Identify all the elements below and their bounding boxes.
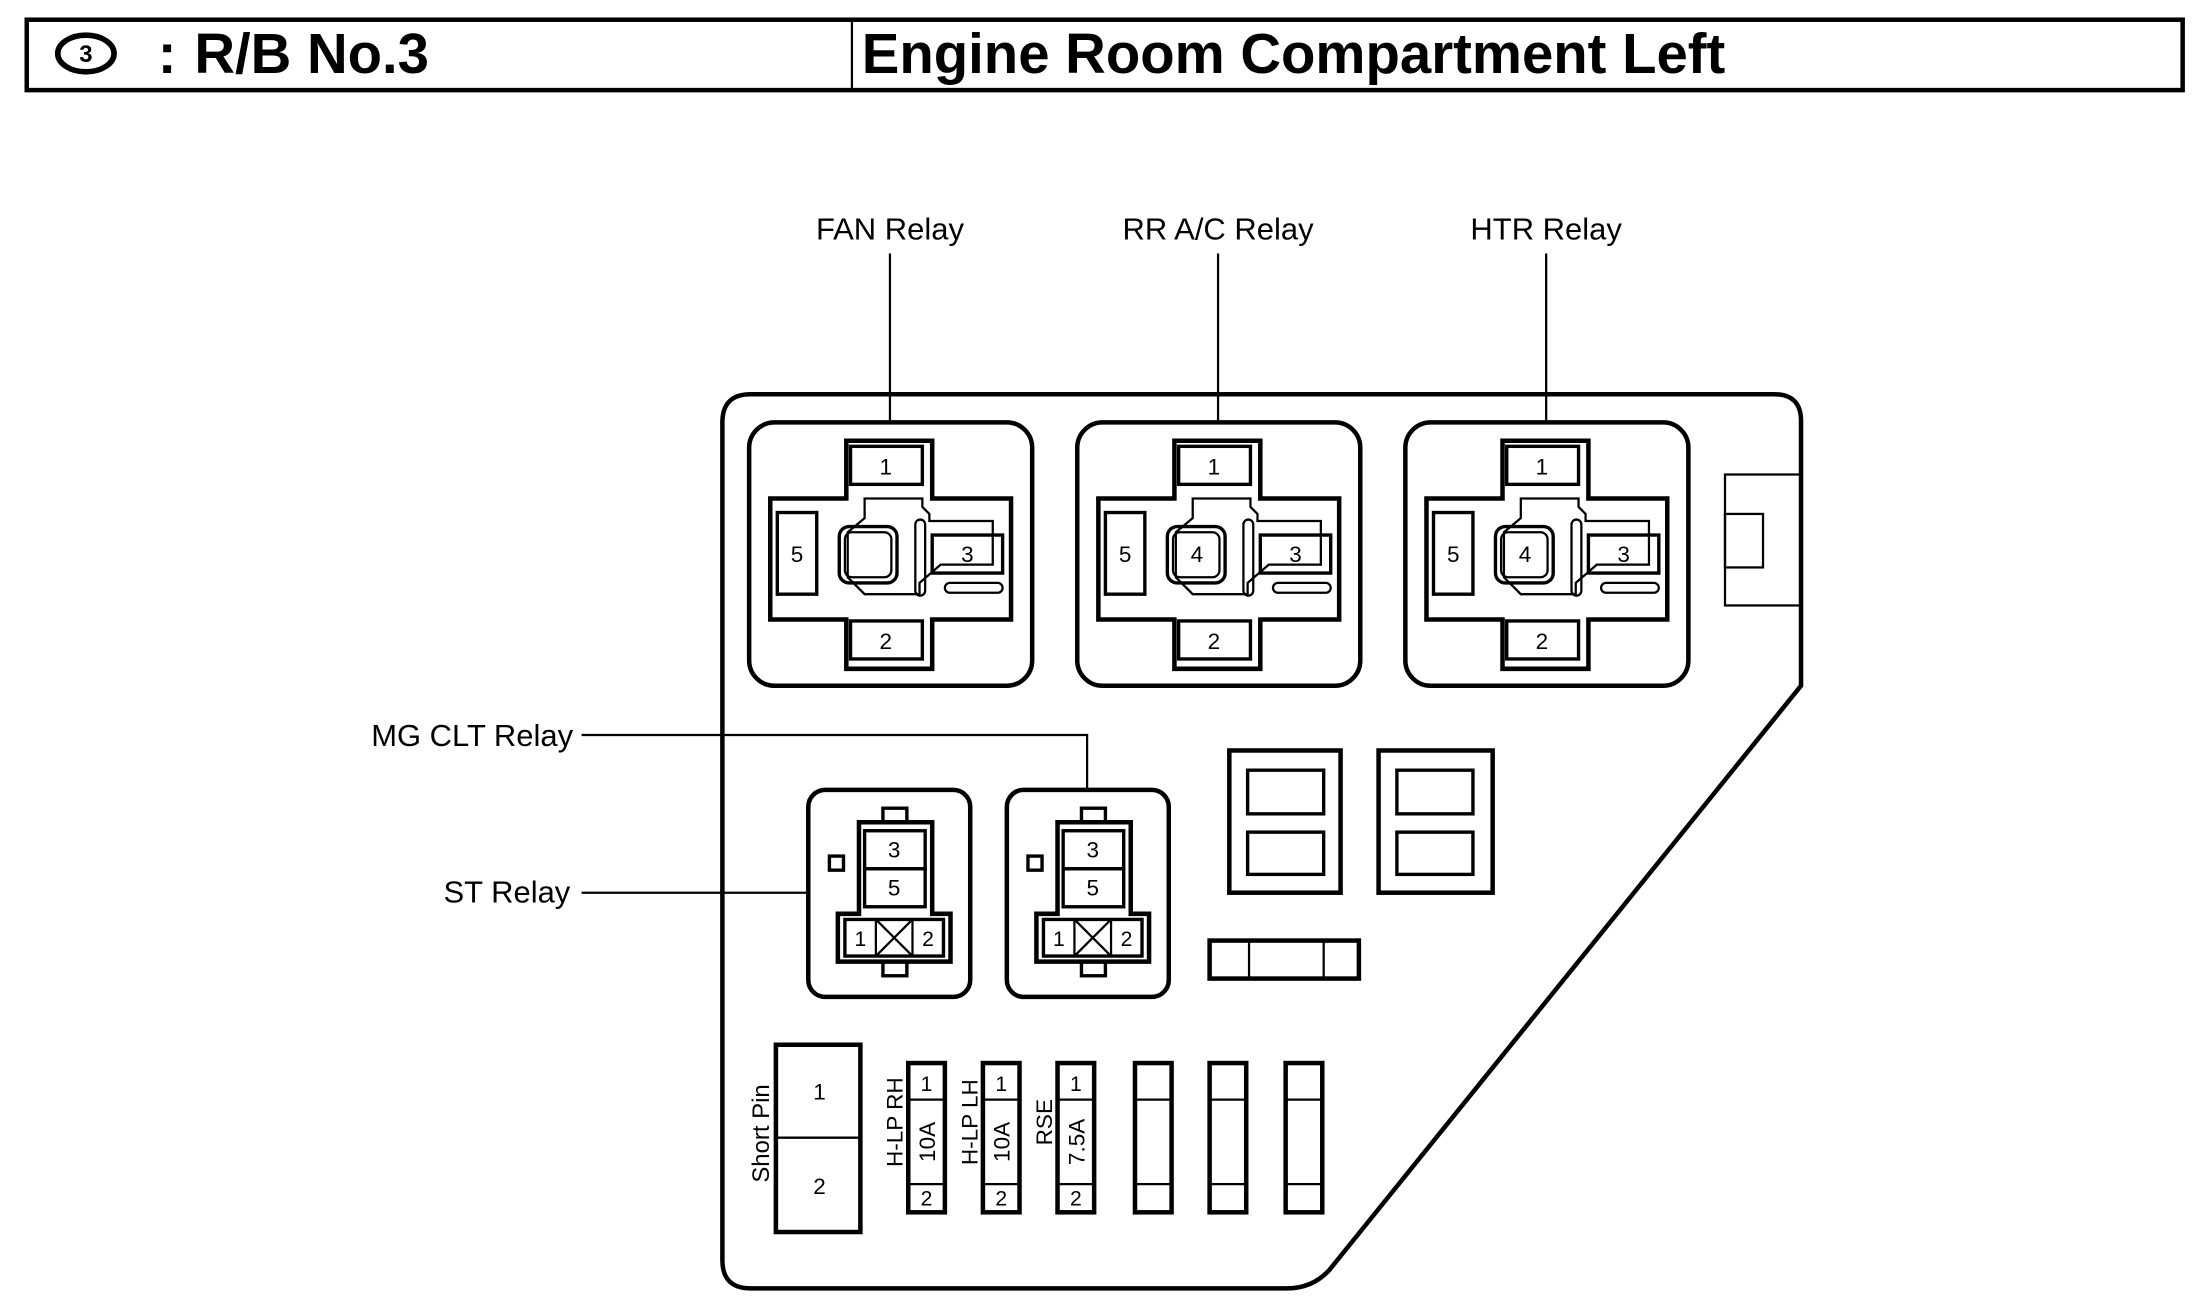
mg-clt-relay-leader bbox=[581, 733, 1089, 790]
fuse-pin-2: 2 bbox=[995, 1187, 1007, 1210]
htr-relay: 1 2 3 4 5 bbox=[1405, 422, 1688, 685]
fuse-pin-1: 1 bbox=[995, 1073, 1007, 1096]
rr-ac-pin-5: 5 bbox=[1119, 542, 1132, 567]
rr-ac-relay: 1 2 3 4 5 bbox=[1077, 422, 1360, 685]
spare-socket-2 bbox=[1376, 748, 1495, 895]
fuse-rating: 10A bbox=[990, 1122, 1015, 1162]
header-frame bbox=[24, 17, 2185, 93]
st-pin-3: 3 bbox=[888, 837, 901, 862]
short-pin: 1 2 Short Pin bbox=[748, 1042, 863, 1235]
short-pin-label: Short Pin bbox=[748, 1084, 775, 1182]
htr-pin-1: 1 bbox=[1536, 455, 1549, 480]
header-bar: 3 : R/B No.3 Engine Room Compartment Lef… bbox=[24, 17, 2185, 93]
spare-socket-1 bbox=[1227, 748, 1343, 895]
fuse-pin-2: 2 bbox=[1070, 1187, 1082, 1210]
spare-horizontal-fuse bbox=[1207, 938, 1362, 981]
fuse-spare bbox=[1132, 1060, 1174, 1215]
fan-relay-label: FAN Relay bbox=[816, 211, 965, 246]
htr-relay-label: HTR Relay bbox=[1470, 211, 1622, 246]
location-title: Engine Room Compartment Left bbox=[862, 22, 1726, 85]
housing-side-tab bbox=[1723, 473, 1803, 607]
htr-pin-4: 4 bbox=[1519, 542, 1532, 567]
fuse-rse: 1 2 7.5A RSE bbox=[1032, 1060, 1097, 1215]
badge-ellipse-icon bbox=[54, 32, 117, 75]
fuse-name: H-LP LH bbox=[957, 1079, 982, 1165]
htr-pin-2: 2 bbox=[1536, 629, 1549, 654]
htr-pin-3: 3 bbox=[1617, 542, 1630, 567]
mg-clt-relay: 3 5 1 2 bbox=[1007, 790, 1169, 997]
st-pin-2: 2 bbox=[922, 928, 934, 951]
mg-clt-pin-5: 5 bbox=[1086, 876, 1099, 901]
htr-pin-5: 5 bbox=[1447, 542, 1460, 567]
mg-clt-pin-3: 3 bbox=[1086, 837, 1099, 862]
st-pin-1: 1 bbox=[855, 928, 867, 951]
fuse-h-lp-lh: 1 2 10A H-LP LH bbox=[957, 1060, 1022, 1215]
fuse-h-lp-rh: 1 2 10A H-LP RH bbox=[883, 1060, 948, 1215]
fuse-name: RSE bbox=[1032, 1099, 1057, 1145]
rr-ac-relay-label: RR A/C Relay bbox=[1123, 211, 1315, 246]
fuse-pin-1: 1 bbox=[1070, 1073, 1082, 1096]
short-pin-2: 2 bbox=[813, 1174, 826, 1199]
fuse-rating: 10A bbox=[915, 1122, 940, 1162]
rr-ac-pin-4: 4 bbox=[1191, 542, 1204, 567]
fan-relay: 1 2 3 5 bbox=[749, 422, 1032, 685]
fan-pin-5: 5 bbox=[791, 542, 804, 567]
fan-pin-2: 2 bbox=[879, 629, 892, 654]
mg-clt-pin-2: 2 bbox=[1121, 928, 1133, 951]
connector-badge: 3 bbox=[54, 32, 117, 75]
fuse-pin-2: 2 bbox=[921, 1187, 933, 1210]
fan-pin-1: 1 bbox=[879, 455, 892, 480]
fuse-rating: 7.5A bbox=[1064, 1119, 1089, 1165]
block-name: R/B No.3 bbox=[194, 22, 429, 85]
fan-pin-3: 3 bbox=[961, 542, 974, 567]
rr-ac-pin-2: 2 bbox=[1208, 629, 1221, 654]
st-pin-5: 5 bbox=[888, 876, 901, 901]
rr-ac-pin-3: 3 bbox=[1289, 542, 1302, 567]
fuse-name: H-LP RH bbox=[883, 1077, 908, 1167]
st-relay: 3 5 1 2 bbox=[808, 790, 970, 997]
badge-number: 3 bbox=[79, 41, 92, 68]
header-separator: : bbox=[158, 22, 177, 85]
fuse-spare bbox=[1283, 1060, 1325, 1215]
fuse-pin-1: 1 bbox=[921, 1073, 933, 1096]
fuse-spare bbox=[1207, 1060, 1249, 1215]
st-relay-label: ST Relay bbox=[444, 875, 571, 910]
relay-block-housing bbox=[720, 391, 1804, 1291]
short-pin-1: 1 bbox=[813, 1080, 826, 1105]
fuse-row: 1 2 10A H-LP RH 1 2 10A H-LP LH 1 2 7.5A RSE bbox=[883, 1060, 1325, 1215]
mg-clt-pin-1: 1 bbox=[1053, 928, 1065, 951]
rr-ac-pin-1: 1 bbox=[1208, 455, 1221, 480]
mg-clt-relay-label: MG CLT Relay bbox=[371, 718, 573, 753]
